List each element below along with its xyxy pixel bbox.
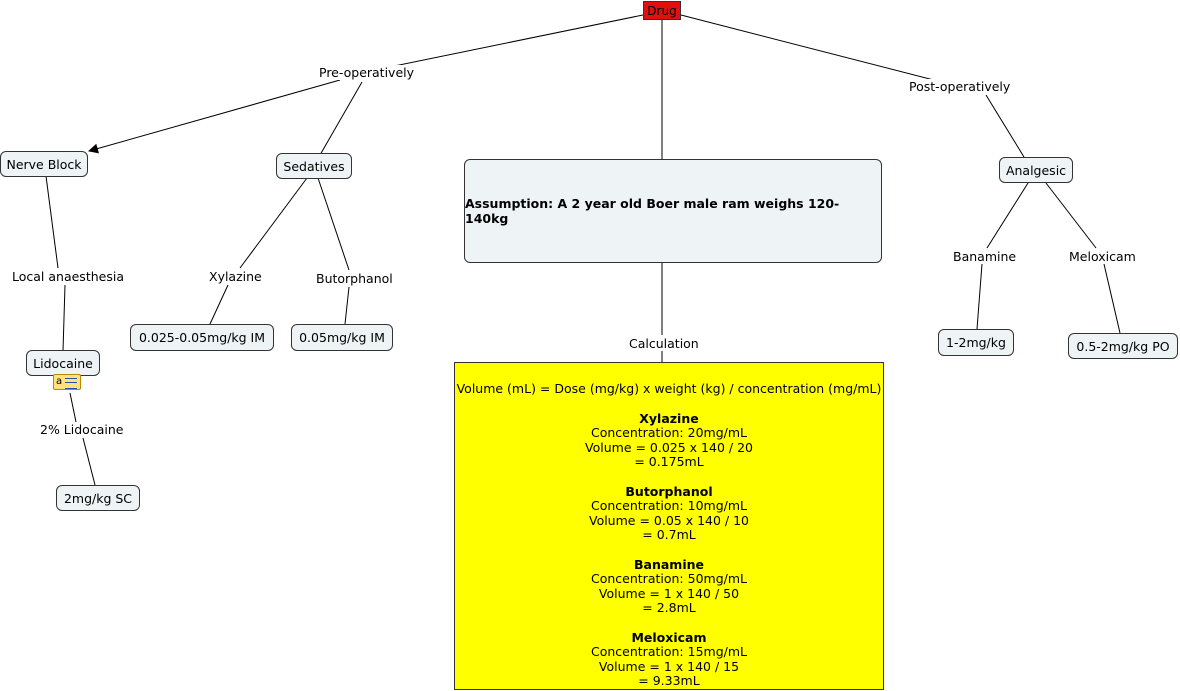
link-analgesic-meloxicam bbox=[1045, 182, 1097, 249]
node-butorphanol-dose[interactable]: 0.05mg/kg IM bbox=[291, 324, 393, 351]
calc-drug-name: Meloxicam bbox=[631, 629, 707, 645]
node-xylazine-dose[interactable]: 0.025-0.05mg/kg IM bbox=[130, 324, 274, 351]
calc-block-butorphanol: Butorphanol Concentration: 10mg/mL Volum… bbox=[455, 483, 883, 543]
calc-drug-name: Butorphanol bbox=[625, 483, 713, 499]
calc-concentration: Concentration: 20mg/mL bbox=[591, 425, 747, 441]
link-xylazine-dose bbox=[209, 284, 229, 325]
note-icon-letter: a bbox=[56, 376, 63, 387]
root-node-drug[interactable]: Drug bbox=[643, 1, 681, 20]
link-label-local-anaesthesia: Local anaesthesia bbox=[11, 269, 125, 284]
calc-block-meloxicam: Meloxicam Concentration: 15mg/mL Volume … bbox=[455, 629, 883, 689]
node-meloxicam-dose[interactable]: 0.5-2mg/kg PO bbox=[1068, 333, 1178, 359]
link-butorphanol-dose bbox=[344, 286, 350, 325]
link-label-meloxicam: Meloxicam bbox=[1068, 249, 1137, 264]
calc-block-banamine: Banamine Concentration: 50mg/mL Volume =… bbox=[455, 556, 883, 616]
link-label-post-operatively: Post-operatively bbox=[908, 79, 1012, 94]
link-drug-preop bbox=[364, 14, 644, 73]
calc-concentration: Concentration: 50mg/mL bbox=[591, 571, 747, 587]
node-lidocaine-dose[interactable]: 2mg/kg SC bbox=[56, 485, 140, 511]
link-label-banamine: Banamine bbox=[952, 249, 1018, 264]
calculation-box[interactable]: Volume (mL) = Dose (mg/kg) x weight (kg)… bbox=[454, 362, 884, 690]
link-meloxicam-dose bbox=[1103, 263, 1121, 334]
calculation-formula: Volume (mL) = Dose (mg/kg) x weight (kg)… bbox=[456, 381, 882, 396]
calc-concentration: Concentration: 10mg/mL bbox=[591, 498, 747, 514]
link-lidocaine-2pct bbox=[69, 392, 77, 423]
link-label-2pct-lidocaine: 2% Lidocaine bbox=[39, 422, 125, 437]
calc-volume: Volume = 1 x 140 / 50 bbox=[598, 585, 740, 601]
calc-volume: Volume = 1 x 140 / 15 bbox=[598, 658, 740, 674]
note-lines-icon bbox=[65, 378, 77, 389]
calc-concentration: Concentration: 15mg/mL bbox=[591, 644, 747, 660]
calc-result: = 0.175mL bbox=[634, 454, 704, 470]
calc-result: = 9.33mL bbox=[638, 673, 700, 689]
link-label-pre-operatively: Pre-operatively bbox=[318, 65, 416, 80]
calc-result: = 0.7mL bbox=[642, 527, 696, 543]
calc-result: = 2.8mL bbox=[642, 600, 696, 616]
note-icon[interactable]: a bbox=[53, 374, 81, 390]
link-sedatives-butorphanol bbox=[317, 177, 350, 271]
assumption-box[interactable]: Assumption: A 2 year old Boer male ram w… bbox=[464, 159, 882, 263]
calc-drug-name: Xylazine bbox=[639, 410, 699, 426]
link-preop-nerveblock bbox=[88, 79, 341, 154]
link-sedatives-xylazine bbox=[239, 177, 308, 269]
link-label-xylazine: Xylazine bbox=[208, 269, 263, 284]
calc-drug-name: Banamine bbox=[634, 556, 704, 572]
link-nerveblock-local bbox=[45, 175, 59, 269]
link-drug-postop bbox=[680, 14, 958, 87]
link-banamine-dose bbox=[976, 263, 983, 330]
calc-volume: Volume = 0.05 x 140 / 10 bbox=[588, 512, 749, 528]
link-postop-analgesic bbox=[985, 94, 1025, 158]
link-local-lidocaine bbox=[62, 284, 66, 352]
link-label-calculation: Calculation bbox=[628, 336, 700, 351]
link-label-butorphanol: Butorphanol bbox=[315, 271, 394, 286]
calc-block-xylazine: Xylazine Concentration: 20mg/mL Volume =… bbox=[455, 410, 883, 470]
link-preop-sedatives bbox=[319, 81, 363, 156]
node-sedatives[interactable]: Sedatives bbox=[276, 153, 352, 179]
calc-volume: Volume = 0.025 x 140 / 20 bbox=[585, 439, 753, 455]
node-lidocaine[interactable]: Lidocaine bbox=[26, 350, 100, 376]
link-2pct-dose bbox=[82, 437, 96, 486]
link-analgesic-banamine bbox=[986, 182, 1029, 249]
node-analgesic[interactable]: Analgesic bbox=[999, 157, 1073, 183]
node-banamine-dose[interactable]: 1-2mg/kg bbox=[938, 329, 1014, 356]
node-nerve-block[interactable]: Nerve Block bbox=[0, 151, 88, 177]
